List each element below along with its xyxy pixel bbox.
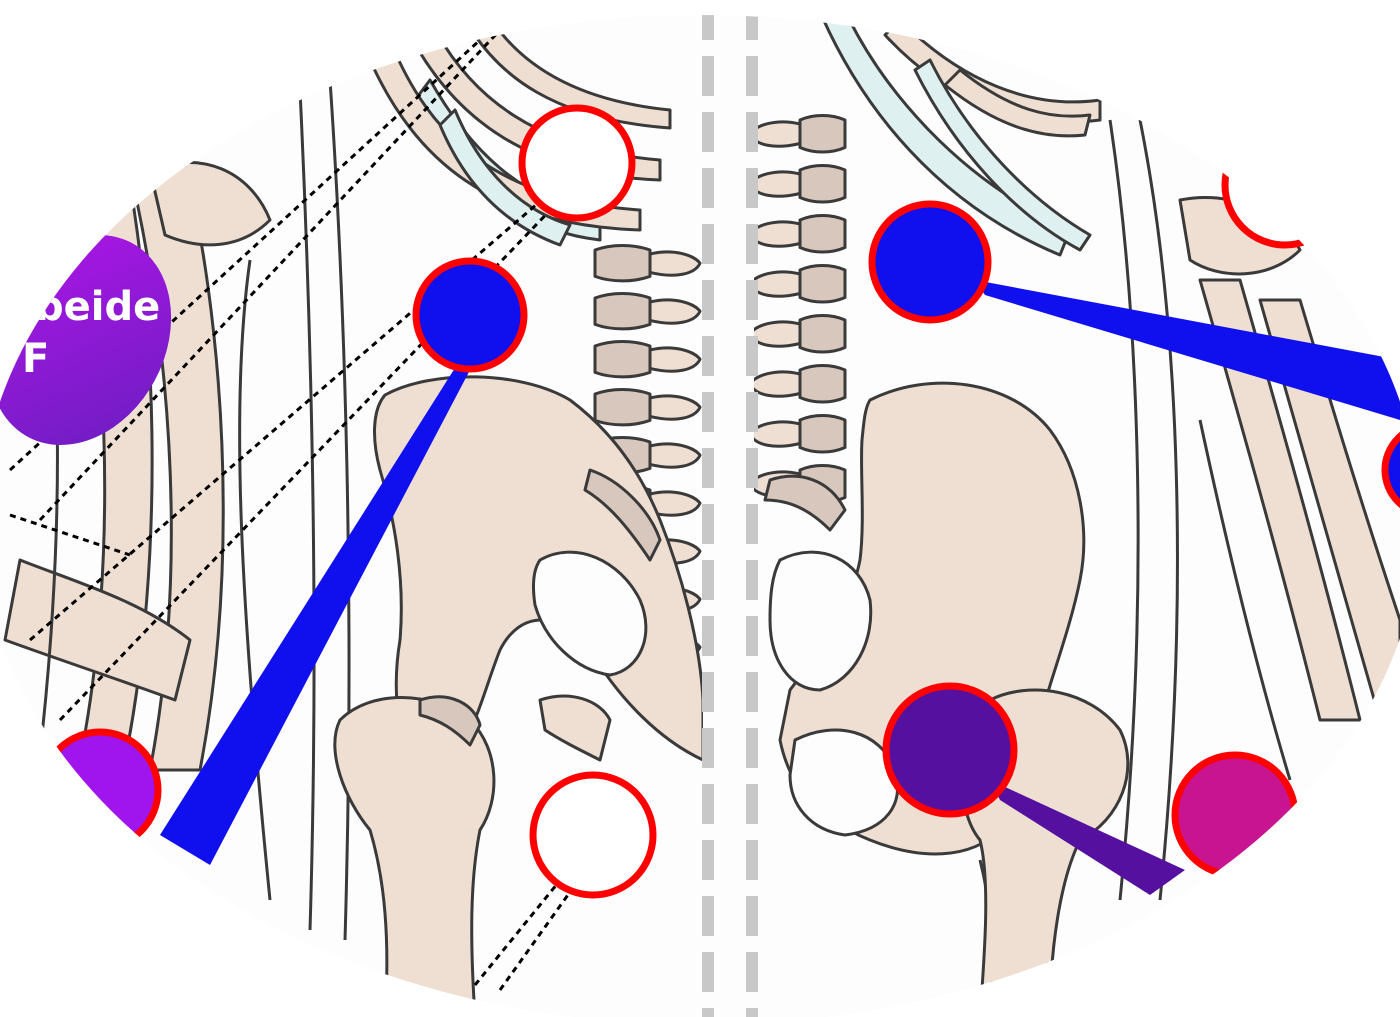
marker-left-upper-open[interactable] xyxy=(518,104,636,222)
callout-line2: F xyxy=(22,336,49,382)
vertebra xyxy=(798,214,847,254)
vertebra-process xyxy=(754,220,802,248)
vertebra-process xyxy=(648,490,702,517)
callout-line1: beide xyxy=(35,284,160,330)
left-blue-pointer xyxy=(160,360,470,865)
vertebra xyxy=(798,414,847,454)
vertebra xyxy=(798,314,847,354)
vertebra-process xyxy=(648,346,702,373)
right-lumbar-spine xyxy=(754,114,847,504)
marker-left-lower-open[interactable] xyxy=(529,771,657,899)
vertebra-process xyxy=(754,370,802,398)
marker-right-lower-magenta[interactable] xyxy=(1171,751,1299,879)
vertebra-process xyxy=(754,120,802,148)
right-indigo-pointer xyxy=(990,780,1185,895)
marker-right-lower-indigo[interactable] xyxy=(882,682,1018,818)
marker-right-edge-blue[interactable] xyxy=(1381,421,1400,519)
left-femur xyxy=(333,694,612,1017)
left-pelvis xyxy=(373,375,703,772)
vertebra xyxy=(593,292,652,331)
marker-right-upper-blue[interactable] xyxy=(868,200,992,324)
vertebra xyxy=(593,340,652,379)
left-panel: beide F xyxy=(0,15,703,1017)
vertebra xyxy=(593,244,652,283)
vertebra-process xyxy=(754,170,802,198)
marker-right-upper-open[interactable] xyxy=(1221,121,1349,249)
vertebra-process xyxy=(648,442,702,469)
vertebra xyxy=(593,388,652,427)
vertebra xyxy=(798,264,847,304)
vertebra xyxy=(798,364,847,404)
vertebra xyxy=(798,114,847,154)
marker-left-edge-purple[interactable] xyxy=(38,728,162,852)
right-blue-pointer xyxy=(975,280,1400,420)
vertebra-process xyxy=(648,394,702,421)
vertebra xyxy=(798,164,847,204)
vertebra-process xyxy=(754,420,802,448)
vertebra-process xyxy=(648,298,702,325)
vertebra-process xyxy=(754,320,802,348)
right-forearm-bones xyxy=(1178,195,1400,722)
vertebra-process xyxy=(754,270,802,298)
right-rib-cage xyxy=(813,15,1112,257)
vertebra-process xyxy=(648,250,702,277)
marker-left-upper-blue[interactable] xyxy=(412,257,528,373)
